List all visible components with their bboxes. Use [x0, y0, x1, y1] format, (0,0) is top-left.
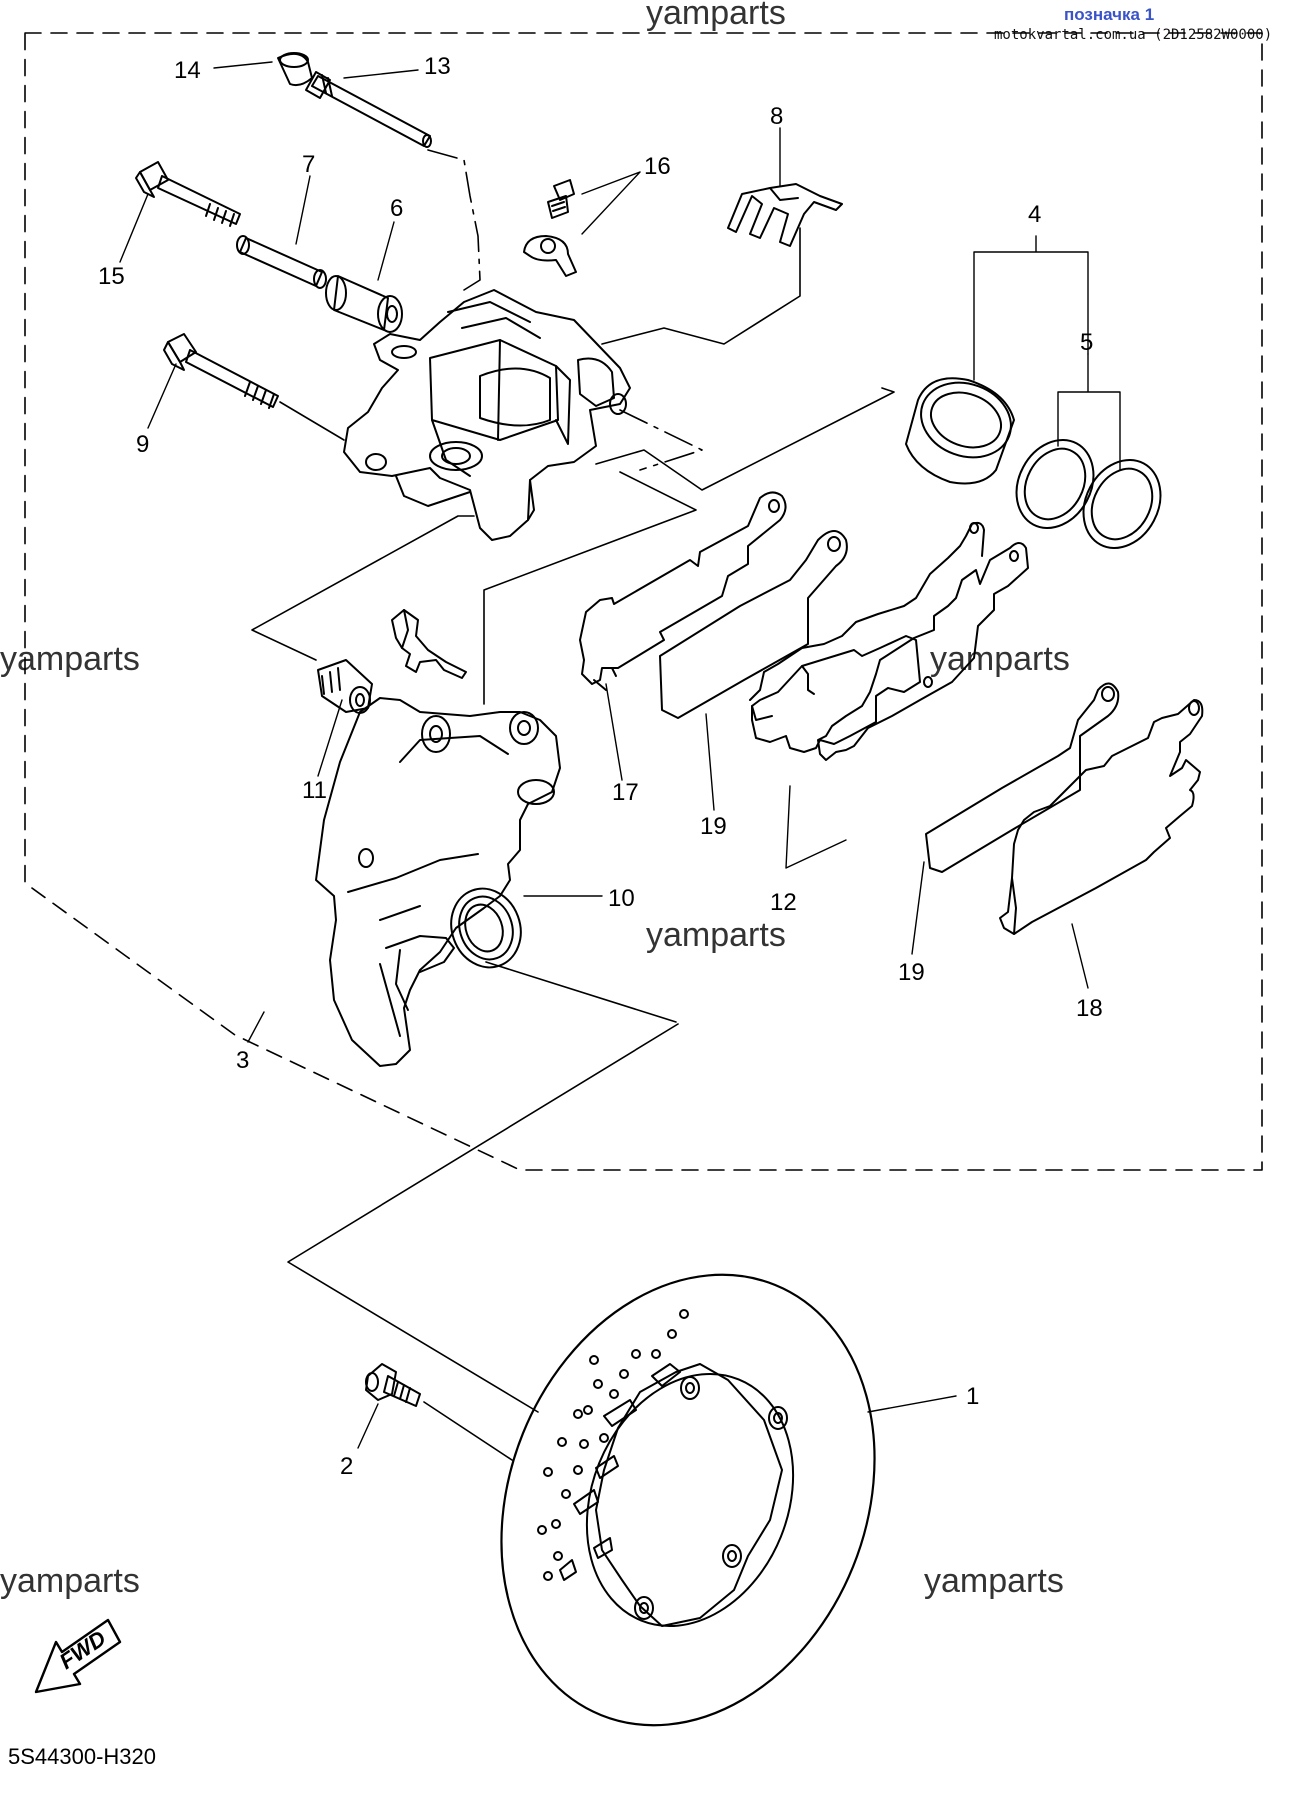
leader-17: [605, 683, 623, 781]
fwd-arrow-icon: FWD: [34, 1618, 122, 1694]
caliper-bracket: [315, 697, 561, 1067]
callout-19b: 19: [898, 959, 925, 986]
part-5-seal-b: [1082, 459, 1162, 549]
callout-9: 9: [136, 431, 149, 458]
leader-3: [247, 1011, 265, 1043]
watermark-top: yamparts: [646, 0, 786, 32]
leader-9: [147, 363, 177, 429]
part-4-piston: [905, 377, 1015, 485]
part-16-bleed-screw: [547, 179, 575, 219]
callout-3: 3: [236, 1047, 249, 1074]
leader-18: [1071, 923, 1089, 989]
callout-1: 1: [966, 1383, 979, 1410]
leader-2: [357, 1403, 379, 1449]
site-code: motokvartal.com.ua (2D12582W0000): [994, 27, 1273, 43]
watermark-center: yamparts: [646, 916, 786, 954]
part-14-cap: [277, 52, 313, 87]
callout-13: 13: [424, 53, 451, 80]
callout-18: 18: [1076, 995, 1103, 1022]
leader-5: [1057, 353, 1121, 471]
assembly-line-piston: [483, 471, 697, 705]
callout-10: 10: [608, 885, 635, 912]
watermark-left-lower: yamparts: [0, 1562, 140, 1600]
part-12-pad-back: [751, 635, 921, 753]
callout-5: 5: [1080, 329, 1093, 356]
part-15-bolt: [135, 161, 241, 227]
leader-1: [867, 1395, 957, 1413]
callout-4: 4: [1028, 201, 1041, 228]
assembly-line-disc: [287, 1023, 679, 1413]
watermark-right-upper: yamparts: [930, 640, 1070, 678]
part-16-bleed-cap: [523, 235, 577, 277]
assembly-line-pads: [595, 387, 895, 491]
leader-4: [973, 235, 1089, 381]
callout-8: 8: [770, 103, 783, 130]
assembly-line-bolt: [423, 1401, 513, 1461]
caliper-body: [343, 289, 631, 541]
part-19-pad-right: [925, 682, 1120, 873]
tag-link[interactable]: позначка 1: [1064, 5, 1155, 24]
part-19-pad-left: [659, 530, 848, 719]
leader-19b: [911, 861, 925, 955]
callout-6: 6: [390, 195, 403, 222]
part-8-pad-spring: [727, 183, 843, 247]
callout-2: 2: [340, 1453, 353, 1480]
leader-11: [317, 699, 343, 777]
assembly-line-pin: [427, 149, 481, 291]
part-12-pad-back-detail: [749, 521, 985, 701]
part-18-shim: [999, 699, 1204, 935]
callout-12: 12: [770, 889, 797, 916]
assembly-line-spring: [601, 227, 801, 345]
part-1-brake-disc: [500, 1273, 876, 1727]
part-5-seal-a: [1015, 439, 1095, 529]
part-17-shim: [579, 491, 787, 691]
callout-16: 16: [644, 153, 671, 180]
assembly-line-clip: [251, 515, 475, 661]
callout-7: 7: [302, 151, 315, 178]
caliper-clip: [391, 609, 467, 679]
part-9-bolt: [163, 333, 279, 409]
leader-19a: [705, 713, 715, 811]
callout-19a: 19: [700, 813, 727, 840]
leader-15: [119, 193, 149, 263]
part-13-pin: [305, 71, 432, 148]
callout-15: 15: [98, 263, 125, 290]
assembly-boundary: [24, 32, 1263, 1171]
leader-6: [377, 221, 395, 281]
assembly-line-pins-right: [619, 409, 703, 471]
assembly-line-bracket: [485, 961, 677, 1023]
leader-13: [343, 69, 419, 79]
leader-16: [581, 171, 641, 235]
part-12-pad-front: [817, 542, 1029, 761]
assembly-line-bolt9: [279, 401, 345, 441]
part-11-bushing: [317, 659, 373, 714]
leader-7: [295, 175, 311, 245]
callout-11: 11: [302, 777, 327, 804]
callout-17: 17: [612, 779, 639, 806]
callout-14: 14: [174, 57, 201, 84]
diagram-code: 5S44300-H320: [8, 1744, 157, 1769]
part-7-sleeve: [236, 235, 327, 289]
leader-12: [785, 785, 847, 869]
watermark-left-upper: yamparts: [0, 640, 140, 678]
leader-14: [213, 61, 273, 69]
part-2-bolt: [365, 1363, 421, 1407]
watermark-right-lower: yamparts: [924, 1562, 1064, 1600]
part-6-boot: [325, 275, 403, 333]
